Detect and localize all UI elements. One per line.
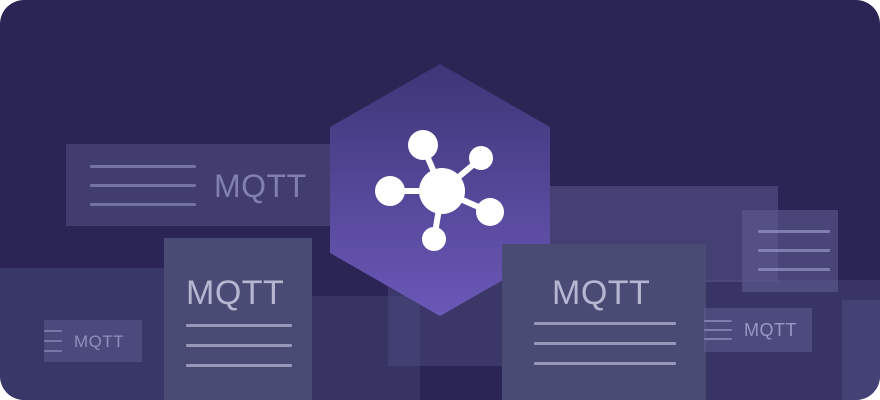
- card-line: [758, 249, 830, 252]
- card-label: MQTT: [552, 274, 651, 312]
- card-line: [534, 362, 676, 365]
- card-line: [186, 344, 292, 347]
- card-label: MQTT: [186, 274, 285, 312]
- card-label: MQTT: [74, 332, 125, 351]
- card-line: [186, 364, 292, 367]
- card-line: [90, 184, 196, 187]
- card-line: [44, 330, 62, 332]
- card-line: [704, 320, 732, 322]
- hub-hexagon: [330, 64, 550, 316]
- network-hub-icon: [375, 130, 504, 251]
- card-line: [44, 350, 62, 352]
- mqtt-card: MQTT: [704, 308, 812, 352]
- card-line: [758, 230, 830, 233]
- card-label: MQTT: [214, 168, 307, 204]
- document-card: [742, 210, 838, 292]
- card-line: [704, 329, 732, 331]
- card-line: [704, 338, 732, 340]
- card-line: [90, 165, 196, 168]
- card-line: [534, 342, 676, 345]
- background-block: [842, 300, 880, 400]
- card-line: [90, 203, 196, 206]
- card-line: [186, 324, 292, 327]
- card-label: MQTT: [744, 320, 797, 340]
- card-line: [44, 340, 62, 342]
- card-line: [534, 322, 676, 325]
- background-block: [300, 296, 420, 400]
- mqtt-card: MQTT: [66, 144, 342, 226]
- card-line: [758, 268, 830, 271]
- mqtt-card: MQTT: [502, 244, 706, 400]
- mqtt-card: MQTT: [44, 320, 142, 362]
- mqtt-card: MQTT: [164, 238, 312, 400]
